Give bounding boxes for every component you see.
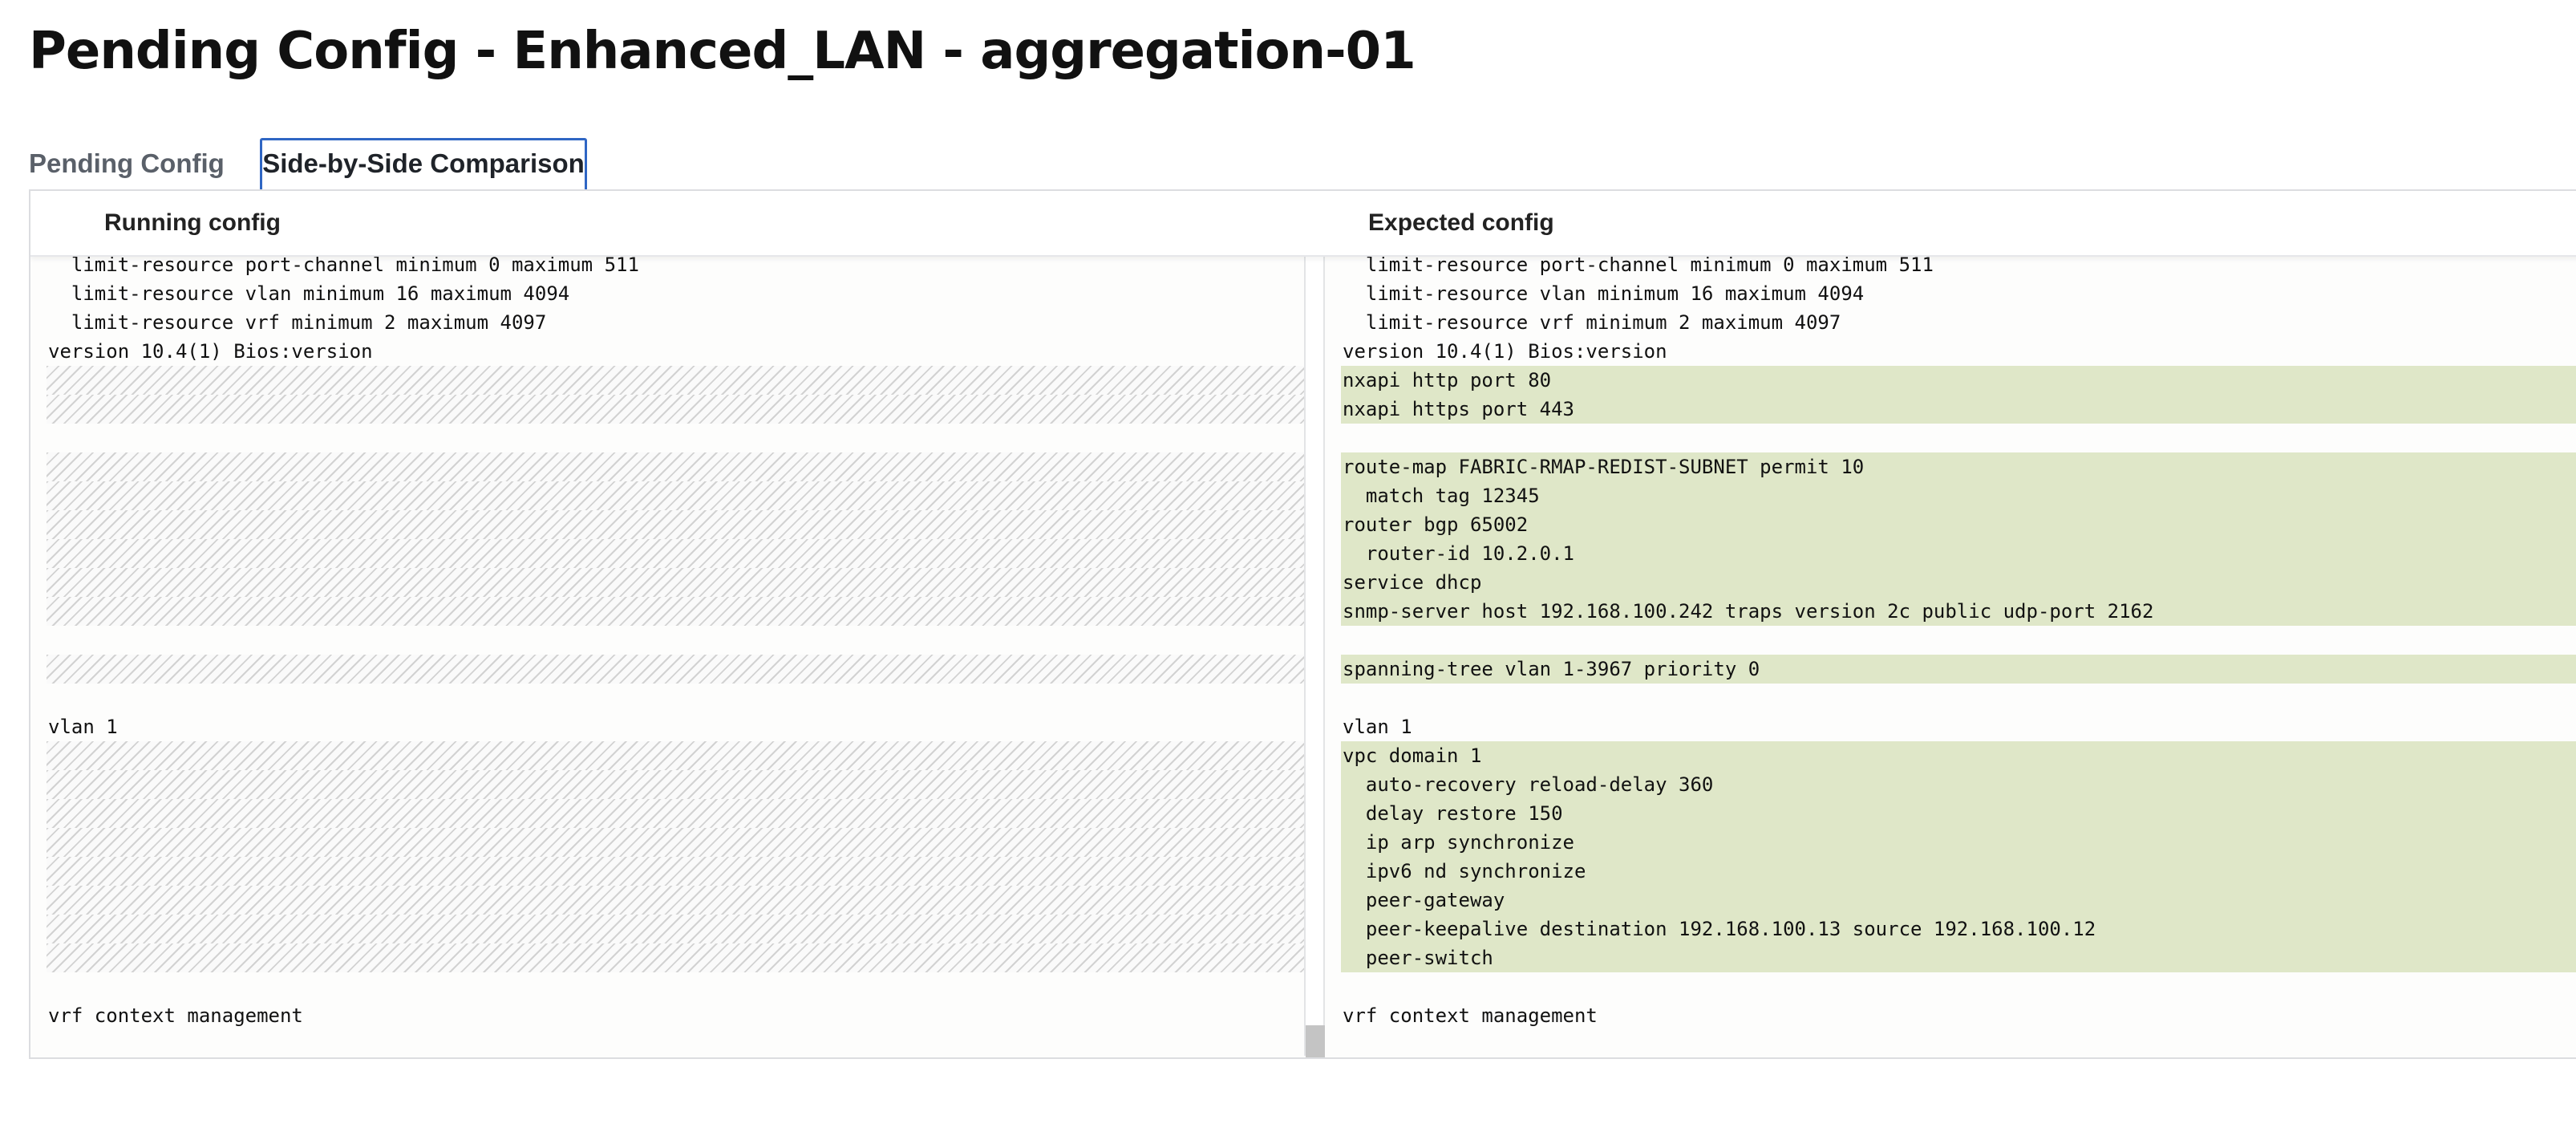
expected-config-pane[interactable]: limit-resource port-channel minimum 0 ma… <box>1341 257 2576 1056</box>
diff-placeholder-line <box>47 597 1306 626</box>
pane-divider-scrollbar[interactable] <box>1304 257 1325 1056</box>
config-line: limit-resource vrf minimum 2 maximum 409… <box>48 311 547 334</box>
diff-placeholder-line <box>47 481 1306 510</box>
diff-added-line: match tag 12345 <box>1341 481 2576 510</box>
config-line: vlan 1 <box>48 716 118 738</box>
config-line: version 10.4(1) Bios:version <box>48 340 373 363</box>
config-line <box>1341 972 2576 1001</box>
diff-placeholder-line <box>47 395 1306 424</box>
diff-placeholder-line <box>47 799 1306 828</box>
config-line <box>47 972 1306 1001</box>
config-line: limit-resource vrf minimum 2 maximum 409… <box>1343 311 1841 334</box>
running-config-pane[interactable]: limit-resource port-channel minimum 0 ma… <box>47 257 1322 1056</box>
config-line <box>1341 424 2576 452</box>
diff-added-line: ip arp synchronize <box>1341 828 2576 857</box>
diff-placeholder-line <box>47 943 1306 972</box>
diff-added-line: router bgp 65002 <box>1341 510 2576 539</box>
config-line: limit-resource port-channel minimum 0 ma… <box>1343 257 1934 276</box>
config-line: vrf context management <box>1343 1004 1598 1027</box>
config-line <box>47 626 1306 655</box>
diff-placeholder-line <box>47 886 1306 915</box>
tab-pending-config[interactable]: Pending Config <box>29 148 225 178</box>
comparison-panel: Running config Expected config limit-res… <box>29 189 2576 1059</box>
config-line: limit-resource vlan minimum 16 maximum 4… <box>1343 282 1865 305</box>
diff-placeholder-line <box>47 857 1306 886</box>
scrollbar-thumb[interactable] <box>1306 1025 1325 1057</box>
config-line: vrf context management <box>48 1004 303 1027</box>
config-line <box>1341 626 2576 655</box>
config-line: limit-resource vlan minimum 16 maximum 4… <box>48 282 570 305</box>
diff-placeholder-line <box>47 539 1306 568</box>
config-line <box>1341 684 2576 712</box>
diff-placeholder-line <box>47 770 1306 799</box>
diff-added-line: ipv6 nd synchronize <box>1341 857 2576 886</box>
running-config-header: Running config <box>104 209 281 236</box>
expected-config-header: Expected config <box>1368 209 1554 236</box>
diff-placeholder-line <box>47 452 1306 481</box>
diff-added-line: router-id 10.2.0.1 <box>1341 539 2576 568</box>
diff-added-line: snmp-server host 192.168.100.242 traps v… <box>1341 597 2576 626</box>
diff-added-line: peer-keepalive destination 192.168.100.1… <box>1341 915 2576 943</box>
diff-placeholder-line <box>47 655 1306 684</box>
diff-placeholder-line <box>47 915 1306 943</box>
diff-added-line: spanning-tree vlan 1-3967 priority 0 <box>1341 655 2576 684</box>
diff-added-line: vpc domain 1 <box>1341 741 2576 770</box>
comparison-header: Running config Expected config <box>30 191 2576 257</box>
tab-side-by-side-comparison[interactable]: Side-by-Side Comparison <box>260 138 587 193</box>
config-line <box>47 684 1306 712</box>
diff-placeholder-line <box>47 568 1306 597</box>
page-title: Pending Config - Enhanced_LAN - aggregat… <box>29 22 1416 81</box>
diff-added-line: auto-recovery reload-delay 360 <box>1341 770 2576 799</box>
diff-added-line: nxapi http port 80 <box>1341 366 2576 395</box>
diff-added-line: peer-gateway <box>1341 886 2576 915</box>
config-line <box>47 424 1306 452</box>
diff-added-line: peer-switch <box>1341 943 2576 972</box>
expected-config-lines: limit-resource port-channel minimum 0 ma… <box>1341 257 2576 1030</box>
diff-placeholder-line <box>47 366 1306 395</box>
config-line: limit-resource port-channel minimum 0 ma… <box>48 257 639 276</box>
diff-placeholder-line <box>47 741 1306 770</box>
diff-placeholder-line <box>47 828 1306 857</box>
diff-placeholder-line <box>47 510 1306 539</box>
config-line: vlan 1 <box>1343 716 1412 738</box>
running-config-lines: limit-resource port-channel minimum 0 ma… <box>47 257 1322 1030</box>
diff-added-line: delay restore 150 <box>1341 799 2576 828</box>
diff-added-line: service dhcp <box>1341 568 2576 597</box>
diff-added-line: nxapi https port 443 <box>1341 395 2576 424</box>
diff-added-line: route-map FABRIC-RMAP-REDIST-SUBNET perm… <box>1341 452 2576 481</box>
config-line: version 10.4(1) Bios:version <box>1343 340 1667 363</box>
